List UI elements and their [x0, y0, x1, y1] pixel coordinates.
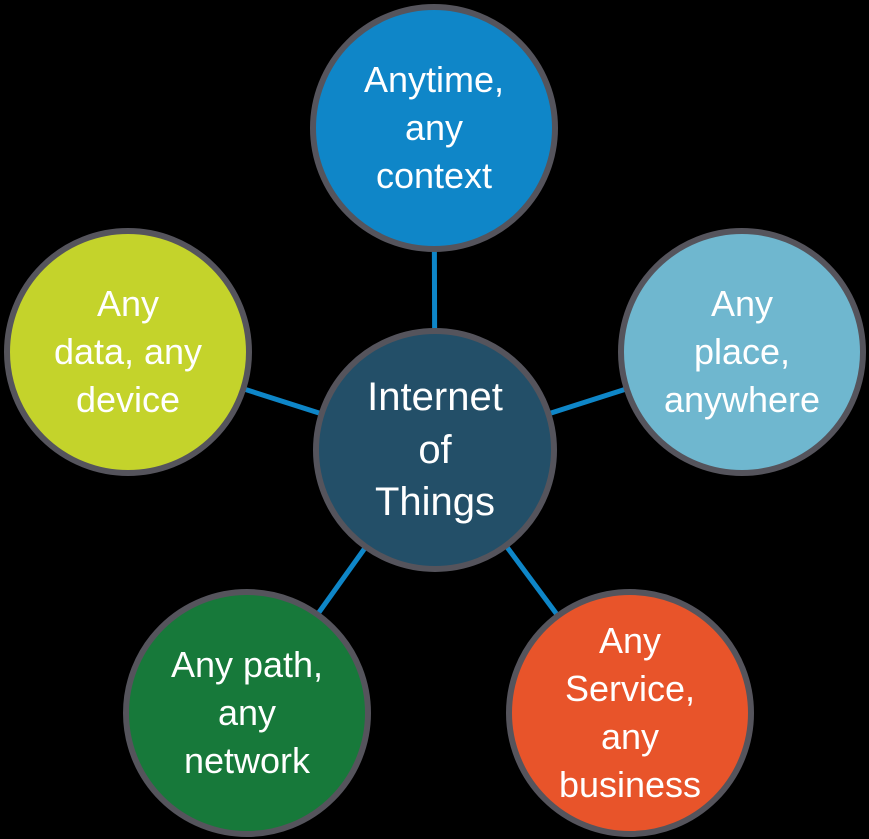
node-label: Any data, any device — [54, 280, 202, 424]
node-label: Internet of Things — [367, 371, 503, 529]
node-label-line: anywhere — [663, 378, 821, 420]
node-label-line: Anytime, — [363, 59, 505, 101]
node-label-line: Any — [710, 283, 774, 325]
node-internet-of-things: Internet of Things — [313, 328, 557, 572]
node-label-line: Internet — [367, 374, 503, 419]
node-label-line: context — [375, 154, 493, 196]
node-label-line: Any path, — [170, 644, 324, 686]
node-any-data-any-device: Any data, any device — [4, 228, 252, 476]
node-label-line: device — [75, 378, 181, 420]
node-label-line: any — [404, 107, 464, 149]
node-label: Any Service, any business — [559, 617, 701, 809]
node-label-line: Things — [374, 480, 496, 525]
node-any-service-any-business: Any Service, any business — [506, 589, 754, 837]
node-label-line: Any — [96, 283, 160, 325]
node-label-line: business — [558, 763, 702, 805]
node-label-line: place, — [693, 331, 791, 373]
node-label-line: network — [183, 739, 311, 781]
node-label-line: of — [418, 427, 452, 472]
node-label: Any path, any network — [171, 641, 323, 785]
node-label: Anytime, any context — [364, 56, 504, 200]
node-label-line: any — [217, 692, 277, 734]
node-label: Any place, anywhere — [664, 280, 820, 424]
node-label-line: any — [600, 716, 660, 757]
node-anytime-any-context: Anytime, any context — [310, 4, 558, 252]
node-any-place-anywhere: Any place, anywhere — [618, 228, 866, 476]
node-label-line: data, any — [53, 331, 203, 373]
node-label-line: Service, — [564, 668, 696, 710]
node-any-path-any-network: Any path, any network — [123, 589, 371, 837]
node-label-line: Any — [598, 620, 662, 662]
